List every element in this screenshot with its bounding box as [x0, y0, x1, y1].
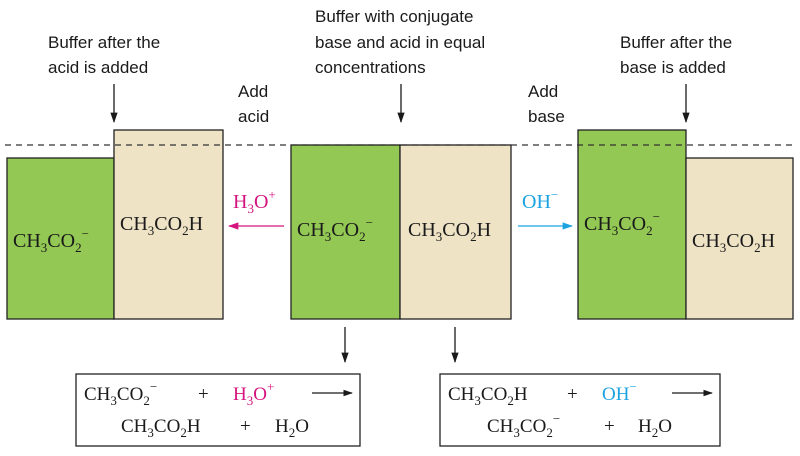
svg-text:CH3CO2−: CH3CO2− [487, 411, 560, 440]
svg-text:CH3CO2H: CH3CO2H [120, 213, 203, 238]
hydroxide-reagent: OH− [518, 187, 574, 230]
label-acetic-acid-right: CH3CO2H [692, 230, 775, 255]
bar-acetate-after-acid [6, 157, 115, 320]
svg-text:CH3CO2H: CH3CO2H [692, 230, 775, 255]
svg-text:+: + [567, 384, 578, 405]
equation-box-acid: CH3CO2− + H3O+ CH3CO2H + H2O [75, 373, 361, 447]
bar-acetic-acid-after-base [685, 157, 794, 320]
svg-text:H3O+: H3O+ [233, 379, 274, 408]
svg-text:CH3CO2H: CH3CO2H [408, 219, 491, 244]
label-acetic-acid-left: CH3CO2H [120, 213, 203, 238]
label-add-acid: Add acid [238, 82, 273, 126]
equation-box-base: CH3CO2H + OH− CH3CO2− + H2O [439, 373, 721, 447]
bar-acetic-acid-equal [399, 144, 512, 320]
svg-text:CH3CO2−: CH3CO2− [84, 379, 157, 408]
svg-text:H3O+: H3O+ [233, 187, 276, 216]
label-add-base: Add base [528, 82, 565, 126]
caption-base-added: Buffer after the base is added [620, 33, 737, 77]
svg-text:+: + [240, 416, 251, 437]
bar-acetic-acid-after-acid [113, 129, 224, 320]
svg-text:OH−: OH− [522, 187, 558, 213]
svg-text:H2O: H2O [275, 416, 309, 440]
label-acetate-middle: CH3CO2− [297, 215, 373, 244]
label-acetic-acid-middle: CH3CO2H [408, 219, 491, 244]
bar-acetate-after-base [577, 129, 687, 320]
svg-text:H2O: H2O [638, 416, 672, 440]
svg-text:CH3CO2H: CH3CO2H [121, 416, 201, 440]
bar-acetate-equal [290, 144, 401, 320]
svg-text:CH3CO2−: CH3CO2− [584, 209, 660, 238]
hydronium-reagent: H3O+ [227, 187, 284, 230]
label-acetate-right: CH3CO2− [584, 209, 660, 238]
svg-text:OH−: OH− [602, 379, 637, 405]
svg-text:+: + [604, 416, 615, 437]
svg-text:CH3CO2−: CH3CO2− [13, 226, 89, 255]
label-acetate-left: CH3CO2− [13, 226, 89, 255]
svg-text:+: + [198, 384, 209, 405]
svg-text:CH3CO2−: CH3CO2− [297, 215, 373, 244]
caption-equal-buffer: Buffer with conjugate base and acid in e… [315, 7, 490, 77]
svg-text:CH3CO2H: CH3CO2H [448, 384, 528, 408]
caption-acid-added: Buffer after the acid is added [48, 33, 165, 77]
